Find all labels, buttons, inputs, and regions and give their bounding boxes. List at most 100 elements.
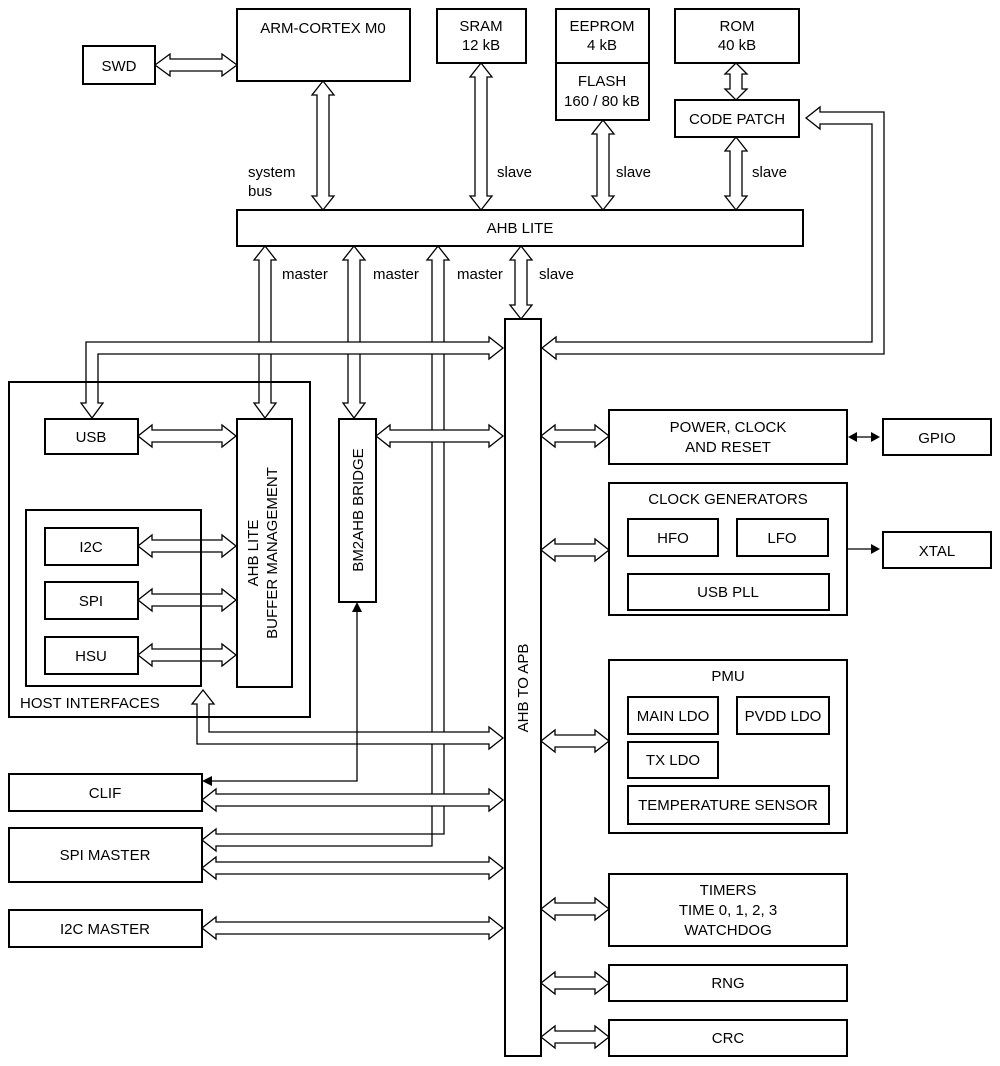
usb-buffer-arrow xyxy=(136,423,238,449)
bm2ahb-bridge-block xyxy=(338,418,377,603)
apb-pmu-arrow xyxy=(539,728,611,754)
flash-size-label: 160 / 80 kB xyxy=(564,93,640,110)
usb-block xyxy=(44,418,139,455)
i2cmaster-apb-arrow xyxy=(200,915,505,941)
code-patch-label: CODE PATCH xyxy=(689,111,785,128)
bm2ahb-bridge-label: BM2AHB BRIDGE xyxy=(350,448,367,571)
system-bus-label-2: bus xyxy=(248,183,272,200)
main-ldo-block xyxy=(627,696,719,735)
clif-tip xyxy=(202,776,212,786)
temperature-sensor-label: TEMPERATURE SENSOR xyxy=(638,797,818,814)
clif-block xyxy=(8,773,203,812)
code-patch-block xyxy=(674,99,800,138)
xtal-tip xyxy=(871,544,880,554)
spimaster-apb-arrow xyxy=(200,855,505,881)
clock-generators-label: CLOCK GENERATORS xyxy=(648,491,807,508)
crc-block xyxy=(608,1019,848,1057)
bm2ahb-apb-arrow xyxy=(374,423,505,449)
buffer-management-label-2: BUFFER MANAGEMENT xyxy=(264,467,281,639)
bm2ahb-tip xyxy=(352,602,362,612)
hsu-block xyxy=(44,636,139,675)
host-interfaces-group xyxy=(8,381,311,718)
flash-label: FLASH xyxy=(578,73,626,90)
apb-clockgen-arrow xyxy=(539,537,611,563)
pvdd-ldo-block xyxy=(736,696,830,735)
sram-ahb-bus-arrow xyxy=(468,61,494,212)
spi-master-block xyxy=(8,827,203,883)
power-clock-reset-block xyxy=(608,409,848,465)
gpio-label: GPIO xyxy=(918,430,956,447)
ahb-to-apb-block xyxy=(504,318,542,1057)
clif-bm2ahb-line xyxy=(210,612,358,782)
arm-ahb-bus-arrow xyxy=(310,79,336,212)
apb-rng-arrow xyxy=(539,970,611,996)
tx-ldo-block xyxy=(627,741,719,779)
master-label-1: master xyxy=(282,266,328,283)
spi-buffer-arrow xyxy=(136,587,238,613)
power-gpio-tip-left xyxy=(848,432,857,442)
lfo-block xyxy=(736,518,829,557)
i2c-master-label: I2C MASTER xyxy=(60,921,150,938)
timers-label-1: TIMERS xyxy=(700,882,757,899)
ahb-buffer-master-arrow xyxy=(252,244,278,420)
i2c-block xyxy=(44,527,139,566)
flash-block xyxy=(555,62,650,121)
eeprom-size-label: 4 kB xyxy=(587,37,617,54)
apb-timers-arrow xyxy=(539,896,611,922)
rom-label: ROM xyxy=(720,18,755,35)
hfo-label: HFO xyxy=(657,530,689,547)
lfo-label: LFO xyxy=(767,530,796,547)
rng-label: RNG xyxy=(711,975,744,992)
rom-block xyxy=(674,8,800,64)
pmu-label: PMU xyxy=(711,668,744,685)
swd-arm-bus-arrow xyxy=(153,52,239,78)
signal-lines xyxy=(202,432,880,786)
serial-interfaces-group xyxy=(25,509,202,687)
timers-block xyxy=(608,873,848,947)
usb-label: USB xyxy=(76,429,107,446)
eeprom-block xyxy=(555,8,650,64)
spi-block xyxy=(44,581,139,620)
ahb-lite-label: AHB LITE xyxy=(487,220,554,237)
pmu-group xyxy=(608,659,848,834)
i2c-master-block xyxy=(8,909,203,948)
usb-pll-label: USB PLL xyxy=(697,584,759,601)
rom-size-label: 40 kB xyxy=(718,37,756,54)
hsu-label: HSU xyxy=(75,648,107,665)
xtal-label: XTAL xyxy=(919,543,955,560)
ahb-lite-block xyxy=(236,209,804,247)
clif-label: CLIF xyxy=(89,785,122,802)
crc-label: CRC xyxy=(712,1030,745,1047)
apb-slave-label: slave xyxy=(539,266,574,283)
host-interfaces-label: HOST INTERFACES xyxy=(20,695,160,712)
system-bus-label-1: system xyxy=(248,164,296,181)
power-gpio-tip-right xyxy=(871,432,880,442)
timers-label-3: WATCHDOG xyxy=(684,922,772,939)
ahb-to-apb-label: AHB TO APB xyxy=(515,644,532,733)
i2c-buffer-arrow xyxy=(136,533,238,559)
clif-apb-arrow xyxy=(200,787,505,813)
i2c-label: I2C xyxy=(79,539,103,556)
flash-slave-label: slave xyxy=(616,164,651,181)
bus-arrows xyxy=(79,52,885,1050)
usb-pll-block xyxy=(627,573,830,611)
rom-codepatch-bus-arrow xyxy=(723,62,749,101)
codepatch-slave-label: slave xyxy=(752,164,787,181)
hfo-block xyxy=(627,518,719,557)
sram-block xyxy=(436,8,527,64)
xtal-block xyxy=(882,531,992,569)
apb-crc-arrow xyxy=(539,1024,611,1050)
swd-label: SWD xyxy=(102,58,137,75)
main-ldo-label: MAIN LDO xyxy=(637,708,710,725)
master-label-3: master xyxy=(457,266,503,283)
codepatch-ahb-bus-arrow xyxy=(723,135,749,212)
ahb-bm2ahb-master-arrow xyxy=(341,244,367,420)
eeprom-label: EEPROM xyxy=(569,18,634,35)
buffer-management-label-1: AHB LITE xyxy=(245,520,262,587)
rng-block xyxy=(608,964,848,1002)
spi-label: SPI xyxy=(79,593,103,610)
sram-slave-label: slave xyxy=(497,164,532,181)
apb-power-arrow xyxy=(539,423,611,449)
arm-cortex-m0-block xyxy=(236,8,411,82)
tx-ldo-label: TX LDO xyxy=(646,752,700,769)
